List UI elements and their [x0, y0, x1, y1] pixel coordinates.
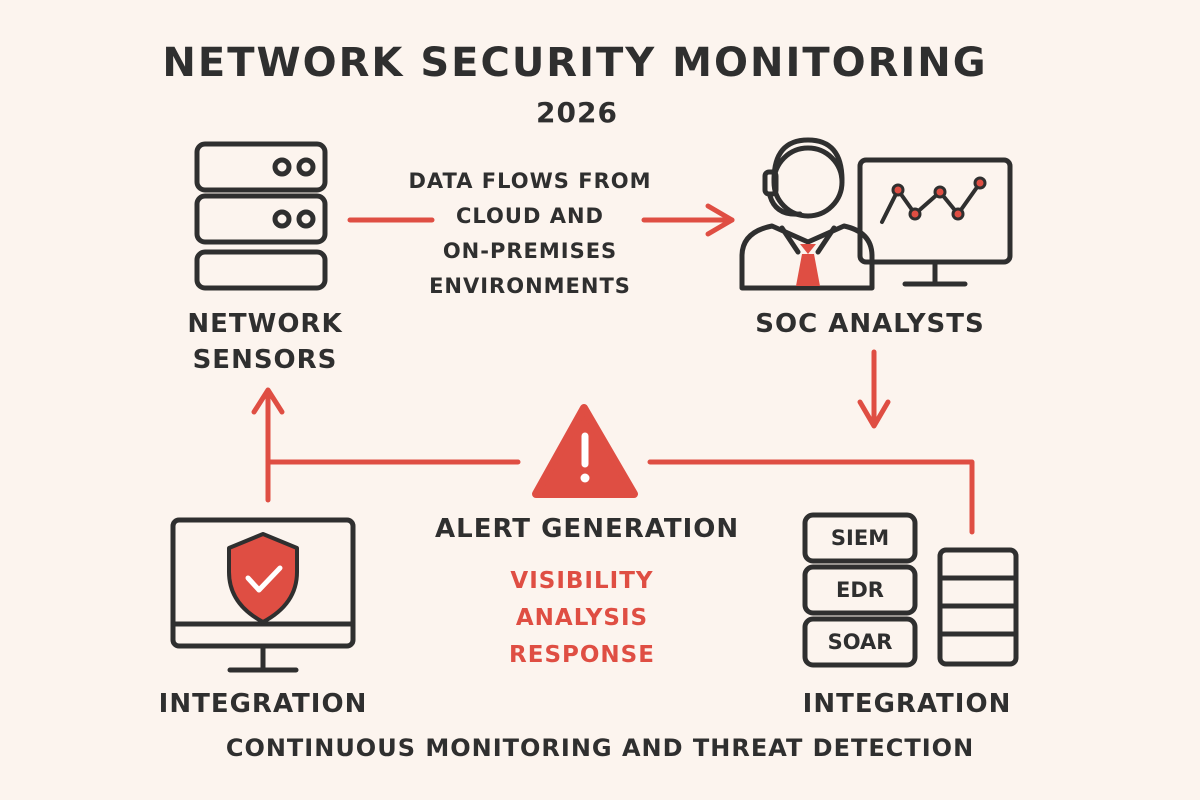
network-sensors-label-line: NETWORK — [187, 309, 343, 339]
stack-item-soar: SOAR — [827, 630, 893, 654]
flow-note-line: DATA FLOWS FROM — [408, 169, 652, 193]
page-subtitle-year: 2026 — [536, 96, 618, 129]
tool-integration-label: INTEGRATION — [802, 689, 1012, 719]
server-rack-icon — [194, 141, 328, 291]
page-title: NETWORK SECURITY MONITORING — [162, 40, 988, 86]
pillar-item: RESPONSE — [509, 642, 655, 668]
analyst-with-monitor-icon — [739, 137, 1013, 291]
soc-analysts-label: SOC ANALYSTS — [755, 309, 985, 339]
flow-note-line: ENVIRONMENTS — [429, 274, 631, 298]
flow-arrow-to-soc — [347, 203, 735, 237]
stack-item-siem: SIEM — [830, 526, 890, 550]
flow-arrow-down — [857, 349, 891, 429]
flow-note-line: ON-PREMISES — [442, 239, 618, 263]
pillar-item: ANALYSIS — [515, 605, 649, 631]
endpoint-integration-label: INTEGRATION — [158, 689, 368, 719]
warning-triangle-icon — [532, 404, 638, 498]
pillar-item: VISIBILITY — [510, 568, 654, 594]
network-sensors-label-line: SENSORS — [192, 345, 338, 375]
feedback-loop-arrow — [251, 387, 975, 535]
flow-note: DATA FLOWS FROM CLOUD AND ON-PREMISES EN… — [380, 164, 680, 304]
footer-caption: CONTINUOUS MONITORING AND THREAT DETECTI… — [225, 734, 975, 762]
shield-monitor-icon — [170, 517, 356, 673]
flow-note-line: CLOUD AND — [456, 204, 604, 228]
stack-item-edr: EDR — [836, 578, 884, 602]
network-sensors-label: NETWORK SENSORS — [150, 306, 380, 378]
tool-stack-icon — [802, 512, 1019, 668]
alert-generation-label: ALERT GENERATION — [435, 514, 740, 544]
pillars-list: VISIBILITY ANALYSIS RESPONSE — [432, 563, 732, 674]
